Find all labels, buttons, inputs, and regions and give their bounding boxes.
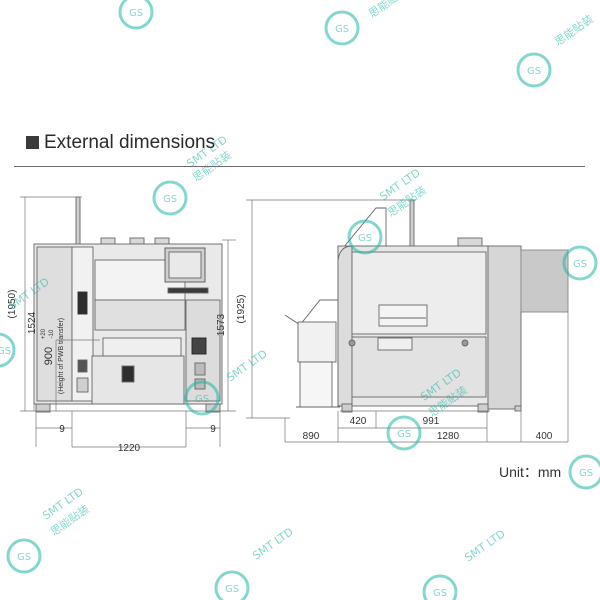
section-title-text: External dimensions [44, 132, 216, 153]
side-dim-height-overall: (1925) [236, 295, 247, 324]
svg-text:GS: GS [129, 8, 143, 19]
unit-label: Unit：mm [499, 464, 562, 480]
svg-text:GS: GS [579, 468, 593, 479]
front-dim-transfer-tol-minus: -10 [49, 329, 55, 338]
svg-text:GS: GS [163, 194, 177, 205]
svg-text:GS: GS [358, 233, 372, 244]
svg-text:GS: GS [195, 394, 209, 405]
svg-text:SMT LTD: SMT LTD [250, 525, 296, 562]
svg-text:思能贴装: 思能贴装 [552, 12, 596, 49]
svg-text:GS: GS [433, 588, 447, 599]
watermark-logo: GS [568, 454, 600, 490]
front-dim-height-overall: (1950) [7, 290, 18, 319]
watermark-logo: GS 思能贴装 [516, 12, 596, 88]
watermark-logo: GS SMT LTD [214, 525, 296, 600]
side-dim-feet-inner: 420 [350, 416, 367, 427]
watermark-logo: GS [118, 0, 154, 30]
svg-text:GS: GS [573, 259, 587, 270]
front-dim-height-side: 1524 [27, 311, 38, 334]
front-dim-foot-left: 9 [59, 424, 65, 435]
svg-text:GS: GS [335, 24, 349, 35]
front-view-machine [33, 196, 223, 413]
front-dim-height-top: 1573 [216, 313, 227, 336]
svg-text:SMT LTD: SMT LTD [462, 527, 508, 564]
svg-text:GS: GS [527, 66, 541, 77]
title-divider [14, 166, 585, 167]
side-view-dimension-lines [246, 199, 569, 443]
side-dim-feet-outer: 991 [423, 416, 440, 427]
svg-text:SMT LTD: SMT LTD [224, 347, 270, 384]
front-dim-transfer-height: 900 [43, 347, 55, 365]
svg-text:思能贴装: 思能贴装 [366, 0, 410, 20]
watermark-logo: GS SMT LTD 思能贴装 [347, 166, 429, 255]
side-dim-depth-middle: 1280 [437, 431, 460, 442]
svg-text:GS: GS [17, 552, 31, 563]
svg-text:GS: GS [225, 584, 239, 595]
front-dim-transfer-note: (Height of PWB transfer) [58, 318, 65, 394]
watermark-logo: GS [562, 245, 598, 281]
section-title: External dimensions [26, 132, 215, 154]
side-dim-depth-right: 400 [536, 431, 553, 442]
side-dim-depth-left: 890 [303, 431, 320, 442]
front-view-dimension-lines [20, 196, 236, 448]
title-square-icon [26, 136, 39, 149]
front-dim-transfer-tol-plus: +20 [41, 328, 47, 339]
svg-text:GS: GS [0, 346, 11, 357]
watermark-logo: GS 思能贴装 [324, 0, 410, 46]
front-dim-foot-right: 9 [210, 424, 216, 435]
side-view-machine [284, 199, 569, 413]
watermark-logo: GS SMT LTD 思能贴装 [6, 485, 92, 574]
front-dim-width: 1220 [118, 443, 141, 454]
watermark-logo: GS SMT LTD [422, 527, 508, 600]
svg-text:GS: GS [397, 429, 411, 440]
